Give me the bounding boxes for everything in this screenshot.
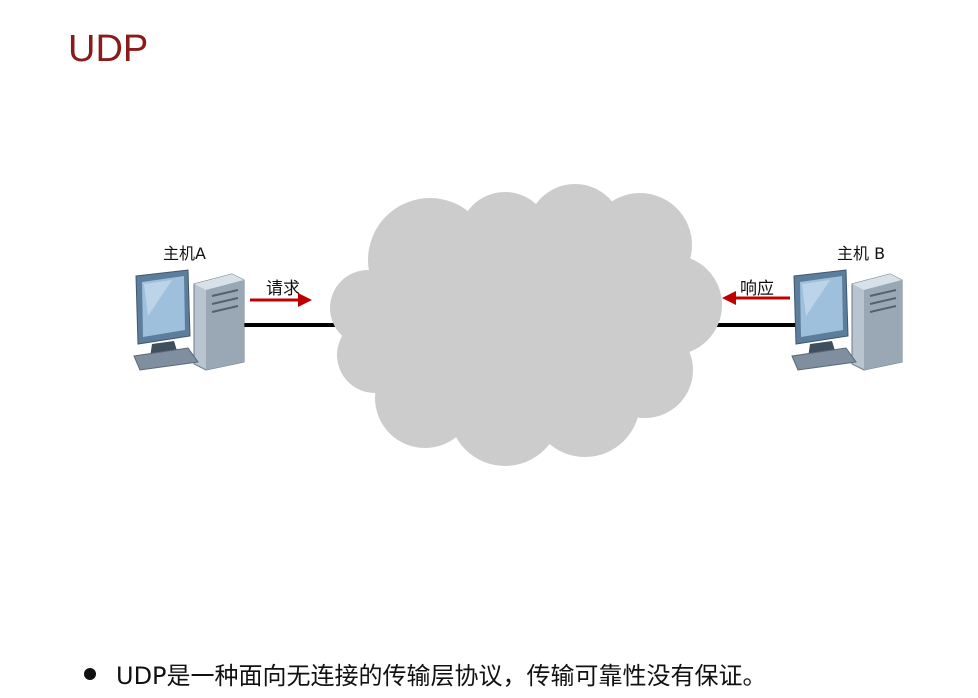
- host-b-label: 主机 B: [837, 244, 886, 263]
- request-arrow-icon: [250, 293, 312, 307]
- bullet-dot-icon: [84, 668, 96, 680]
- host-b-computer-icon: [791, 269, 903, 371]
- bullet-text: UDP是一种面向无连接的传输层协议，传输可靠性没有保证。: [116, 662, 767, 690]
- bullet-item: UDP是一种面向无连接的传输层协议，传输可靠性没有保证。: [84, 656, 767, 691]
- response-label: 响应: [740, 279, 774, 299]
- response-arrow-icon: [722, 291, 790, 305]
- network-cloud-icon: [330, 184, 722, 466]
- host-a-computer-icon: [133, 269, 245, 371]
- request-label: 请求: [266, 279, 300, 299]
- host-a-label: 主机A: [163, 244, 206, 263]
- slide-title: UDP: [68, 28, 149, 70]
